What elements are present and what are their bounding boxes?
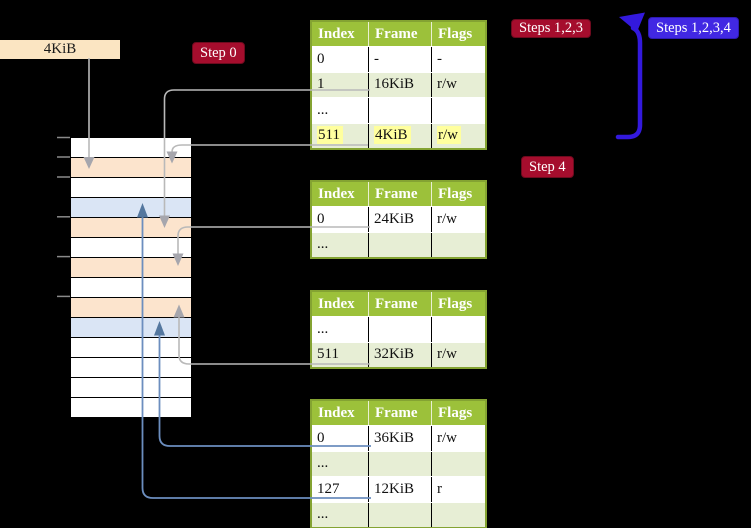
cell-index: 0 [311,206,369,233]
cell-frame [368,316,432,343]
cell-frame: 16KiB [368,72,432,98]
memory-frame-row-white [71,378,191,398]
cell-index: 127 [311,476,369,503]
memory-frame-row-blue [71,198,191,218]
cell-flags: r/w [431,123,486,149]
step-0-badge: Step 0 [192,42,245,64]
cell-flags: r/w [431,206,486,233]
column-header-frame: Frame [368,181,432,207]
highlighted-value: 4KiB [374,126,411,145]
column-header-index: Index [311,21,369,47]
page-size-label: 4KiB [0,40,120,59]
cell-index: ... [311,502,369,528]
cell-frame [368,232,432,258]
column-header-frame: Frame [368,291,432,317]
column-header-flags: Flags [431,400,486,426]
cell-index: 511 [311,123,369,149]
step-4-badge: Step 4 [521,156,574,178]
column-header-flags: Flags [431,181,486,207]
cell-flags [431,316,486,343]
table-row: ... [311,502,486,528]
cell-frame [368,502,432,528]
column-header-index: Index [311,291,369,317]
table-row: ... [311,232,486,258]
memory-frame-row-white [71,398,191,417]
cell-flags: r [431,476,486,503]
memory-frame-row-orange [71,158,191,178]
cell-flags: r/w [431,425,486,452]
table-row: ... [311,451,486,477]
cell-frame: 32KiB [368,342,432,368]
cell-index: 0 [311,425,369,452]
table-row: ... [311,97,486,124]
steps-1234-badge: Steps 1,2,3,4 [648,17,739,39]
memory-frame-row-white [71,358,191,378]
column-header-flags: Flags [431,21,486,47]
table-row: ... [311,316,486,343]
highlighted-value: 511 [317,126,343,145]
cell-frame: - [368,46,432,73]
table-row: 0-- [311,46,486,73]
cell-flags: r/w [431,72,486,98]
steps-123-badge: Steps 1,2,3 [511,19,592,38]
cell-index: 511 [311,342,369,368]
cell-flags [431,451,486,477]
memory-frame-row-blue [71,318,191,338]
cell-index: ... [311,451,369,477]
cell-frame [368,97,432,124]
cell-flags [431,232,486,258]
cell-frame [368,451,432,477]
memory-frame-row-white [71,138,191,158]
cell-frame: 12KiB [368,476,432,503]
highlighted-value: r/w [437,126,461,145]
memory-frame-row-white [71,338,191,358]
cell-index: ... [311,97,369,124]
cell-index: ... [311,232,369,258]
cell-frame: 4KiB [368,123,432,149]
cell-frame: 24KiB [368,206,432,233]
column-header-frame: Frame [368,400,432,426]
memory-frame-row-orange [71,258,191,278]
memory-frame-row-orange [71,218,191,238]
column-header-frame: Frame [368,21,432,47]
steps-loop-arrow [615,12,645,140]
cell-index: 0 [311,46,369,73]
column-header-index: Index [311,181,369,207]
cell-frame: 36KiB [368,425,432,452]
cell-flags: - [431,46,486,73]
memory-tick-marks [57,136,70,298]
cell-flags: r/w [431,342,486,368]
memory-frame-row-white [71,178,191,198]
cell-flags [431,502,486,528]
cell-flags [431,97,486,124]
memory-frame-row-white [71,278,191,298]
cell-index: 1 [311,72,369,98]
memory-frame-row-white [71,238,191,258]
cell-index: ... [311,316,369,343]
table-row: 511 4KiB r/w [311,123,486,149]
column-header-index: Index [311,400,369,426]
column-header-flags: Flags [431,291,486,317]
physical-memory-column [70,137,192,418]
memory-frame-row-orange [71,298,191,318]
